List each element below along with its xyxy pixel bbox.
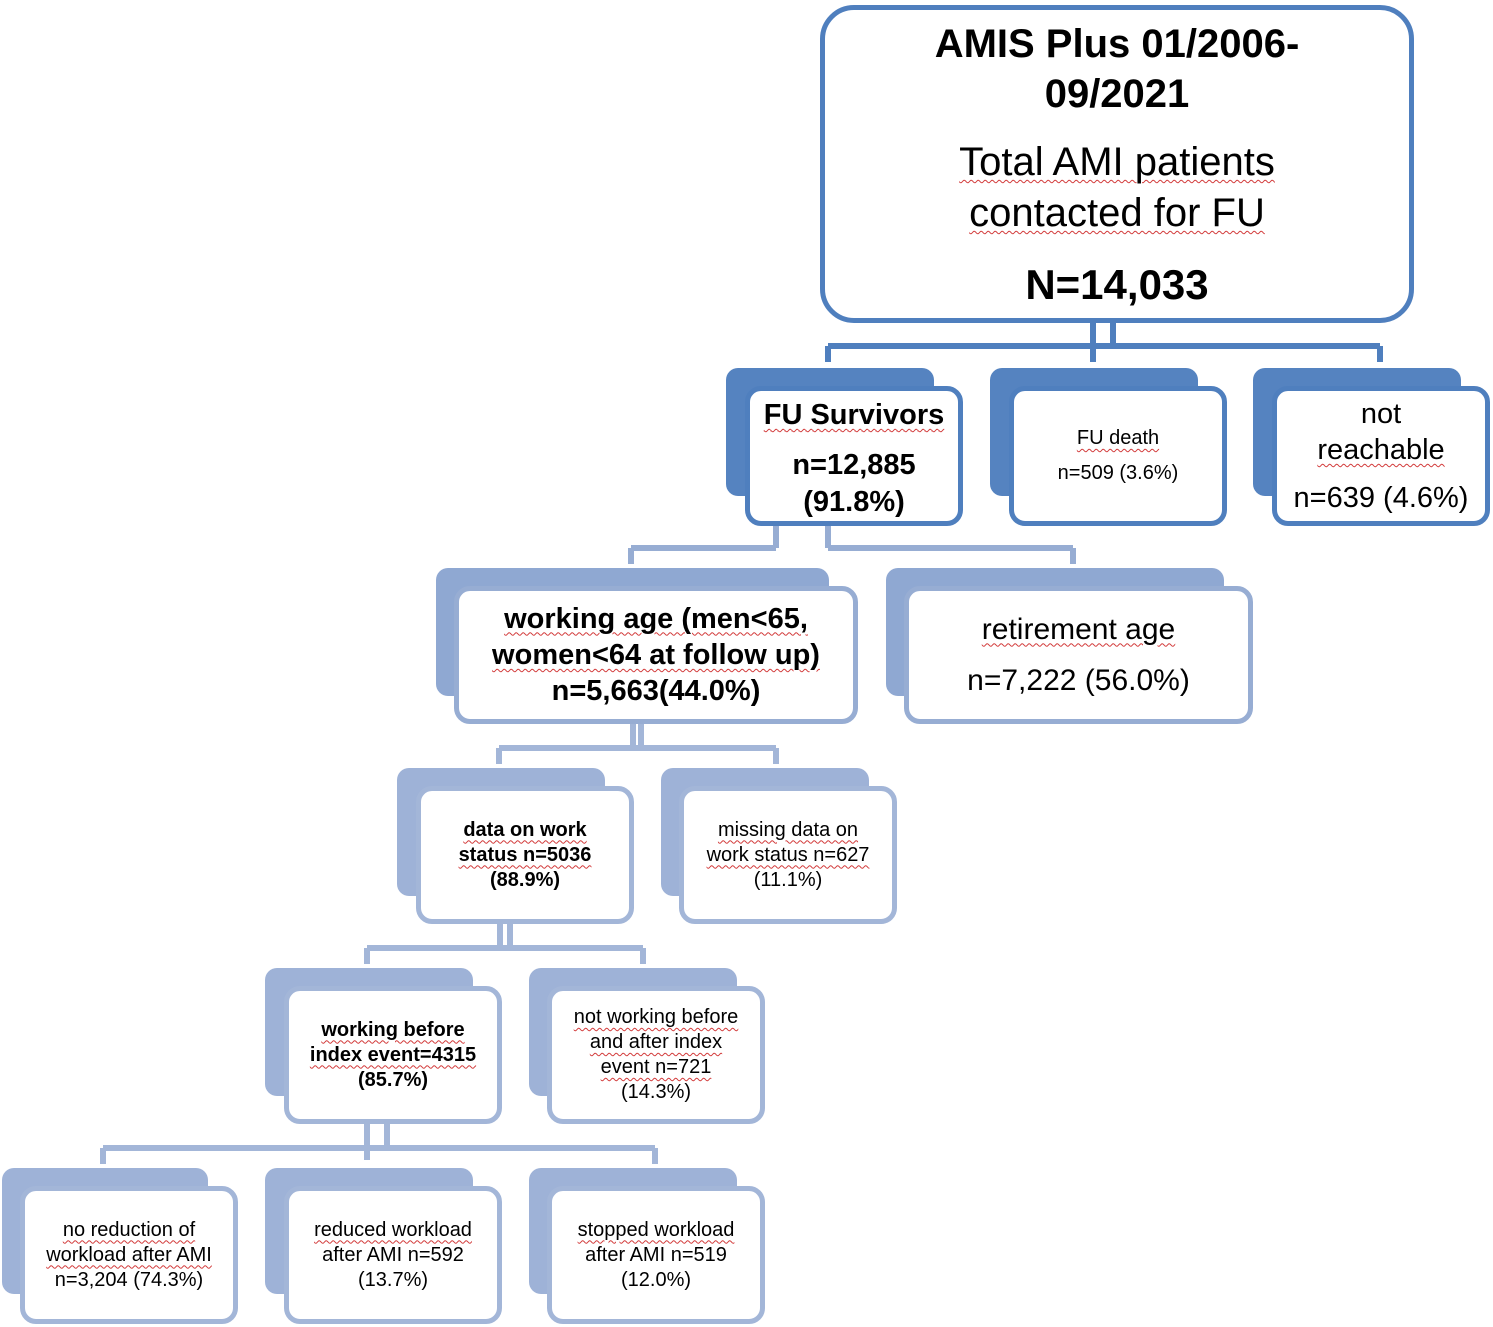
root-subtitle: Total AMI patients contacted for FU [959,139,1275,235]
data-work-status-line-1: data on work [463,818,587,841]
working-before-pct: (85.7%) [357,1068,429,1091]
reduced-workload-pct: (13.7%) [357,1268,429,1291]
reduced-workload-line-2: after AMI n=592 [322,1243,464,1266]
fu-survivors-label: FU Survivors [763,399,945,431]
reduced-workload-line-1: reduced workload [314,1218,472,1241]
retirement-age-label: retirement age [981,612,1176,646]
missing-work-status-line-1: missing data on [717,818,859,841]
data-work-status-line-2: status n=5036 [458,843,592,866]
data-work-status-pct: (88.9%) [489,868,561,891]
no-reduction-line-2: workload after AMI [46,1243,212,1266]
fu-death-count: n=509 (3.6%) [1057,462,1179,484]
working-age-line-2: women<64 at follow up) [492,638,820,671]
not-reachable-label-1: not [1360,397,1402,430]
no-reduction-line-1: no reduction of [62,1218,196,1241]
stopped-workload-line-2: after AMI n=519 [585,1243,727,1266]
connector-workingage-level3 [496,722,779,764]
stopped-workload-pct: (12.0%) [620,1268,692,1291]
not-working-before-pct: (14.3%) [620,1081,692,1103]
fu-survivors-pct: (91.8%) [803,485,905,518]
not-reachable-count: n=639 (4.6%) [1293,482,1469,515]
not-working-before-line-3: event n=721 [600,1056,712,1078]
stopped-workload-line-1: stopped workload [577,1218,735,1241]
missing-work-status-pct: (11.1%) [753,868,823,891]
not-working-before-line-1: not working before [573,1006,739,1028]
fu-death-label: FU death [1076,427,1160,449]
missing-work-status-line-2: work status n=627 [706,843,870,866]
working-age-line-1: working age (men<65, [504,602,808,635]
no-reduction-line-3: n=3,204 (74.3%) [54,1268,204,1291]
retirement-age-count: n=7,222 (56.0%) [967,664,1190,697]
working-before-line-1: working before [321,1018,465,1041]
working-age-count: n=5,663(44.0%) [551,675,761,708]
root-box: AMIS Plus 01/2006-09/2021 Total AMI pati… [820,5,1414,323]
not-reachable-label-2: reachable [1317,433,1445,466]
fu-survivors-count: n=12,885 [792,449,916,482]
working-before-line-2: index event=4315 [309,1043,477,1066]
not-working-before-line-2: and after index [589,1031,723,1053]
root-title: AMIS Plus 01/2006-09/2021 [934,21,1300,116]
root-count: N=14,033 [1025,261,1209,309]
